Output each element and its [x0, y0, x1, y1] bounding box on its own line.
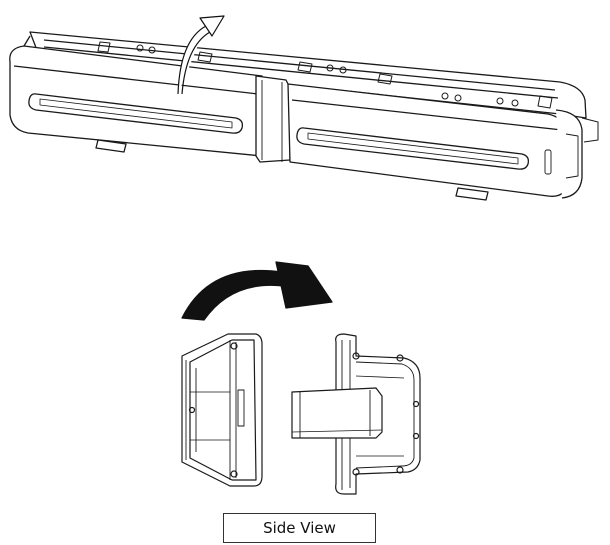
center-coupler — [255, 75, 291, 163]
left-slot — [28, 93, 244, 134]
left-housing-bevel — [13, 35, 259, 95]
mount-tab-left — [95, 139, 127, 153]
figure-caption: Side View — [223, 513, 376, 543]
cover-end — [181, 333, 263, 487]
rail-details — [97, 41, 553, 109]
bracket-end — [291, 333, 421, 495]
mount-tab-right — [455, 187, 489, 201]
bar-assembly — [9, 31, 599, 201]
right-slot — [296, 127, 530, 170]
curved-arrow-icon — [181, 261, 333, 321]
right-housing-bevel — [291, 99, 563, 131]
curved-arrow-icon — [177, 15, 225, 95]
